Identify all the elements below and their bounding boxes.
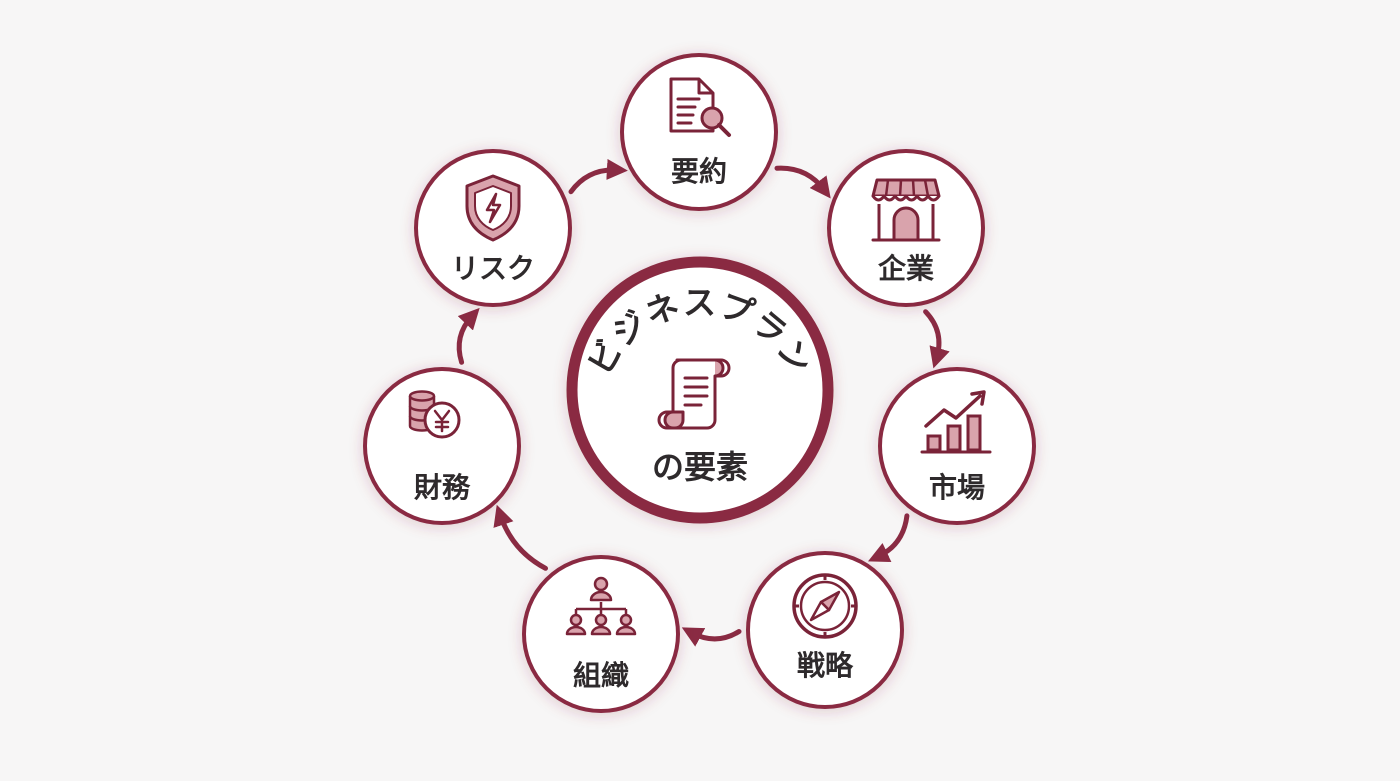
yen-coins-icon <box>408 390 461 439</box>
arrow-company-to-market <box>923 309 950 369</box>
center-subtitle: の要素 <box>652 448 748 486</box>
node-summary: 要約 <box>620 53 778 211</box>
arrow-market-to-strategy <box>867 513 910 562</box>
element-nodes: 要約 企業 <box>363 53 1036 713</box>
document-search-icon <box>669 77 731 137</box>
node-label: 市場 <box>929 471 985 504</box>
node-market: 市場 <box>878 367 1036 525</box>
node-label: 戦略 <box>797 649 854 682</box>
node-risk: リスク <box>414 149 572 307</box>
flow-arrows <box>456 158 950 647</box>
center-hub: ビジネスプラン の要素 <box>566 256 834 524</box>
scroll-icon <box>657 358 731 430</box>
shield-bolt-icon <box>465 174 521 242</box>
growth-chart-icon <box>920 390 992 454</box>
storefront-icon <box>871 178 941 242</box>
node-circle <box>363 367 521 525</box>
node-finance: 財務 <box>363 367 521 525</box>
arrow-summary-to-company <box>774 165 831 199</box>
node-label: 要約 <box>671 155 727 188</box>
node-label: 組織 <box>573 659 629 692</box>
compass-icon <box>792 573 858 639</box>
arrow-finance-to-risk <box>456 307 480 365</box>
node-organization: 組織 <box>522 555 680 713</box>
node-label: リスク <box>451 252 535 285</box>
node-strategy: 戦略 <box>746 551 904 709</box>
node-label: 財務 <box>414 471 471 504</box>
org-chart-icon <box>565 576 637 636</box>
arrow-organization-to-finance <box>493 504 548 571</box>
node-company: 企業 <box>827 149 985 307</box>
arrow-risk-to-summary <box>568 158 628 195</box>
arrow-strategy-to-organization <box>681 627 742 647</box>
node-label: 企業 <box>878 252 934 285</box>
